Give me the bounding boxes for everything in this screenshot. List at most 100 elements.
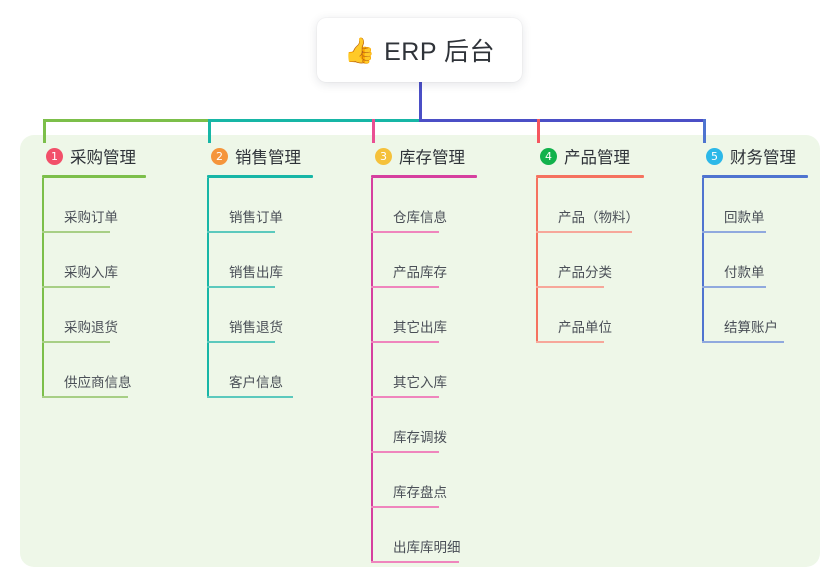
branch-leaf-item[interactable]: 回款单 xyxy=(702,178,808,233)
branch-leaf-rule xyxy=(371,286,439,288)
branch-leaf-label: 供应商信息 xyxy=(64,375,132,390)
root-node-title: ERP 后台 xyxy=(384,38,496,66)
branch-column-4: 4 产品管理产品（物料） 产品分类产品单位 xyxy=(536,143,644,343)
branch-title: 产品管理 xyxy=(564,149,630,167)
branch-header-rule xyxy=(536,175,644,178)
branch-leaf-rule xyxy=(42,231,110,233)
branch-column-5: 5 财务管理回款单付款单结算账户 xyxy=(702,143,808,343)
branch-leaf-item[interactable]: 采购退货 xyxy=(42,288,146,343)
branch-leaf-item[interactable]: 供应商信息 xyxy=(42,343,146,398)
branch-leaf-rule xyxy=(536,341,604,343)
branch-leaf-rule xyxy=(702,231,766,233)
diagram-panel xyxy=(20,135,820,567)
branch-title: 销售管理 xyxy=(235,149,301,167)
branch-leaf-rule xyxy=(207,286,275,288)
branch-leaf-item[interactable]: 库存调拨 xyxy=(371,398,477,453)
branch-header-rule xyxy=(42,175,146,178)
branch-leaf-label: 回款单 xyxy=(724,210,765,225)
branch-header-2[interactable]: 2 销售管理 xyxy=(207,143,313,169)
branch-leaf-label: 其它入库 xyxy=(393,375,447,390)
branch-leaf-item[interactable]: 产品库存 xyxy=(371,233,477,288)
branch-title: 采购管理 xyxy=(70,149,136,167)
branch-leaf-rule xyxy=(371,341,439,343)
branch-leaf-rule xyxy=(371,451,439,453)
branch-header-rule xyxy=(207,175,313,178)
branch-leaf-rule xyxy=(207,231,275,233)
branch-number-badge: 4 xyxy=(540,147,557,165)
branch-leaf-label: 产品分类 xyxy=(558,265,612,280)
branch-leaf-item[interactable]: 付款单 xyxy=(702,233,808,288)
branch-column-2: 2 销售管理销售订单销售出库销售退货客户信息 xyxy=(207,143,313,398)
branch-leaf-item[interactable]: 其它出库 xyxy=(371,288,477,343)
branch-leaf-rule xyxy=(702,341,784,343)
branch-leaf-label: 仓库信息 xyxy=(393,210,447,225)
branch-leaf-rule xyxy=(702,286,766,288)
branch-leaf-rule xyxy=(536,286,604,288)
branch-leaf-item[interactable]: 产品单位 xyxy=(536,288,644,343)
branch-items-2: 销售订单销售出库销售退货客户信息 xyxy=(207,178,313,398)
branch-leaf-rule xyxy=(42,286,110,288)
branch-header-rule xyxy=(702,175,808,178)
branch-leaf-label: 采购订单 xyxy=(64,210,118,225)
branch-items-4: 产品（物料） 产品分类产品单位 xyxy=(536,178,644,343)
branch-leaf-rule xyxy=(536,231,632,233)
branch-leaf-label: 销售退货 xyxy=(229,320,283,335)
branch-leaf-label: 客户信息 xyxy=(229,375,283,390)
branch-header-5[interactable]: 5 财务管理 xyxy=(702,143,808,169)
branch-number-badge: 2 xyxy=(211,147,228,165)
branch-leaf-label: 结算账户 xyxy=(724,320,778,335)
branch-leaf-item[interactable]: 结算账户 xyxy=(702,288,808,343)
thumbs-up-icon: 👍 xyxy=(343,35,376,65)
branch-number-badge: 5 xyxy=(706,147,723,165)
branch-leaf-item[interactable]: 库存盘点 xyxy=(371,453,477,508)
branch-leaf-label: 产品单位 xyxy=(558,320,612,335)
branch-leaf-item[interactable]: 销售订单 xyxy=(207,178,313,233)
branch-leaf-rule xyxy=(371,231,439,233)
branch-leaf-item[interactable]: 采购入库 xyxy=(42,233,146,288)
branch-header-rule xyxy=(371,175,477,178)
branch-leaf-label: 采购入库 xyxy=(64,265,118,280)
branch-leaf-label: 库存调拨 xyxy=(393,430,447,445)
branch-leaf-item[interactable]: 销售出库 xyxy=(207,233,313,288)
branch-trunk-line xyxy=(42,178,44,398)
branch-leaf-label: 其它出库 xyxy=(393,320,447,335)
branch-leaf-label: 出库库明细 xyxy=(393,540,461,555)
branch-leaf-item[interactable]: 出库库明细 xyxy=(371,508,477,563)
branch-number-badge: 3 xyxy=(375,147,392,165)
branch-header-1[interactable]: 1 采购管理 xyxy=(42,143,146,169)
branch-leaf-label: 销售订单 xyxy=(229,210,283,225)
branch-leaf-label: 销售出库 xyxy=(229,265,283,280)
branch-trunk-line xyxy=(207,178,209,398)
branch-leaf-rule xyxy=(371,396,439,398)
branch-title: 财务管理 xyxy=(730,149,796,167)
branch-leaf-rule xyxy=(42,341,110,343)
branch-leaf-label: 库存盘点 xyxy=(393,485,447,500)
branch-trunk-line xyxy=(371,178,373,563)
branch-leaf-label: 产品库存 xyxy=(393,265,447,280)
branch-leaf-label: 采购退货 xyxy=(64,320,118,335)
branch-leaf-item[interactable]: 采购订单 xyxy=(42,178,146,233)
branch-leaf-item[interactable]: 客户信息 xyxy=(207,343,313,398)
branch-header-4[interactable]: 4 产品管理 xyxy=(536,143,644,169)
branch-trunk-line xyxy=(536,178,538,343)
branch-leaf-label: 付款单 xyxy=(724,265,765,280)
branch-leaf-label: 产品（物料） xyxy=(558,210,639,225)
branch-leaf-rule xyxy=(42,396,128,398)
branch-items-1: 采购订单采购入库采购退货供应商信息 xyxy=(42,178,146,398)
root-node-card[interactable]: 👍 ERP 后台 xyxy=(317,18,522,82)
branch-items-5: 回款单付款单结算账户 xyxy=(702,178,808,343)
branch-leaf-item[interactable]: 其它入库 xyxy=(371,343,477,398)
branch-number-badge: 1 xyxy=(46,147,63,165)
branch-leaf-item[interactable]: 产品（物料） xyxy=(536,178,644,233)
branch-column-1: 1 采购管理采购订单采购入库采购退货供应商信息 xyxy=(42,143,146,398)
branch-leaf-item[interactable]: 产品分类 xyxy=(536,233,644,288)
branch-leaf-item[interactable]: 销售退货 xyxy=(207,288,313,343)
branch-leaf-rule xyxy=(371,506,439,508)
branch-leaf-item[interactable]: 仓库信息 xyxy=(371,178,477,233)
branch-leaf-rule xyxy=(207,396,293,398)
branch-leaf-rule xyxy=(207,341,275,343)
